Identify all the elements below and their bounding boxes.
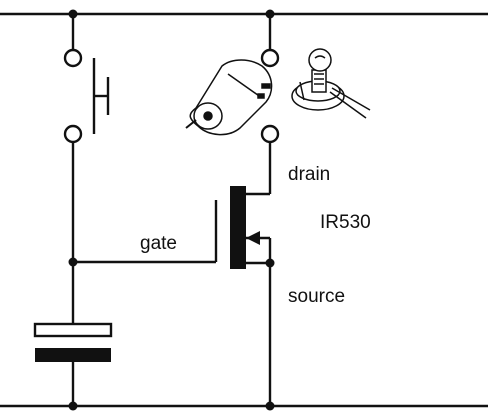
push-button-switch [63,14,110,324]
part-number-label: IR530 [320,212,371,233]
load-terminals [246,14,280,196]
drain-label: drain [288,164,331,185]
dc-motor-icon [185,59,273,136]
source-label: source [288,286,346,307]
capacitor [33,322,113,406]
gate-label: gate [140,233,177,254]
light-bulb-icon [291,48,371,119]
mosfet-transistor [230,186,272,406]
